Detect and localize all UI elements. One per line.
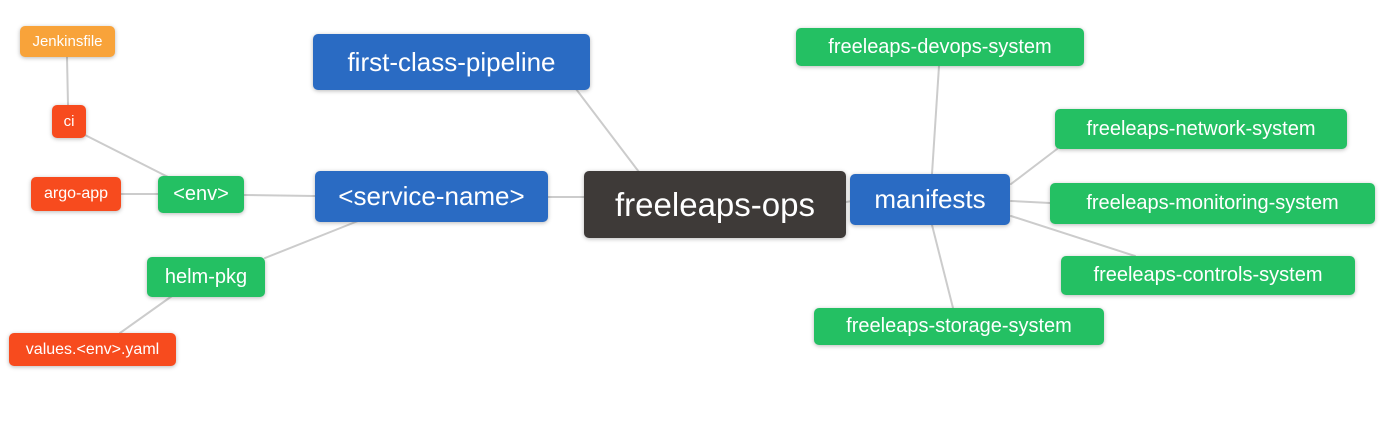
node-values-env-yaml[interactable]: values.<env>.yaml	[9, 333, 176, 366]
node-jenkinsfile[interactable]: Jenkinsfile	[20, 26, 115, 57]
node-freeleaps-storage-system[interactable]: freeleaps-storage-system	[814, 308, 1104, 345]
edge-first-class-pipeline-freeleaps-ops	[575, 88, 640, 173]
edge-ci-env	[82, 133, 171, 179]
node-env[interactable]: <env>	[158, 176, 244, 213]
node-ci[interactable]: ci	[52, 105, 86, 138]
edge-env-service-name	[243, 194, 316, 197]
node-freeleaps-monitoring-system[interactable]: freeleaps-monitoring-system	[1050, 183, 1375, 224]
edge-jenkinsfile-ci	[66, 56, 69, 106]
node-argo-app[interactable]: argo-app	[31, 177, 121, 211]
edge-manifests-monitoring-system	[1010, 200, 1051, 204]
node-freeleaps-controls-system[interactable]: freeleaps-controls-system	[1061, 256, 1355, 295]
edge-manifests-storage-system	[931, 224, 954, 309]
node-manifests[interactable]: manifests	[850, 174, 1010, 225]
edge-manifests-devops-system	[931, 65, 940, 175]
node-freeleaps-network-system[interactable]: freeleaps-network-system	[1055, 109, 1347, 149]
edge-manifests-controls-system	[1010, 215, 1136, 257]
edge-helm-pkg-values-env-yaml	[119, 295, 173, 334]
node-service-name[interactable]: <service-name>	[315, 171, 548, 222]
node-first-class-pipeline[interactable]: first-class-pipeline	[313, 34, 590, 90]
node-helm-pkg[interactable]: helm-pkg	[147, 257, 265, 297]
node-freeleaps-devops-system[interactable]: freeleaps-devops-system	[796, 28, 1084, 66]
node-freeleaps-ops[interactable]: freeleaps-ops	[584, 171, 846, 238]
edge-manifests-network-system	[1010, 148, 1058, 185]
edge-service-name-helm-pkg	[264, 220, 359, 259]
